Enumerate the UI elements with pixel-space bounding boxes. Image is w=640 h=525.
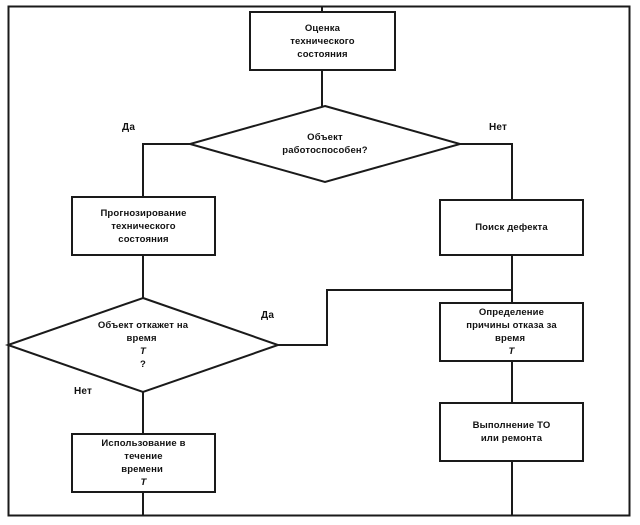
node-cause-determination	[439, 302, 584, 362]
edge-operable-yes	[142, 143, 190, 197]
edge-operable-no	[460, 143, 513, 200]
node-operable-decision	[186, 104, 464, 184]
node-maintenance	[439, 402, 584, 462]
edge-label-yes-operable: Да	[122, 122, 136, 133]
node-failure-decision	[4, 296, 282, 394]
node-assessment	[249, 11, 396, 71]
edge-label-no-operable: Нет	[489, 122, 508, 133]
node-defect-search	[439, 199, 584, 256]
edge-failure-yes	[278, 289, 512, 346]
edge-label-yes-failure: Да	[261, 310, 275, 321]
node-usage	[71, 433, 216, 493]
outer-frame	[7, 5, 631, 517]
node-forecasting	[71, 196, 216, 256]
edge-label-no-failure: Нет	[74, 386, 93, 397]
